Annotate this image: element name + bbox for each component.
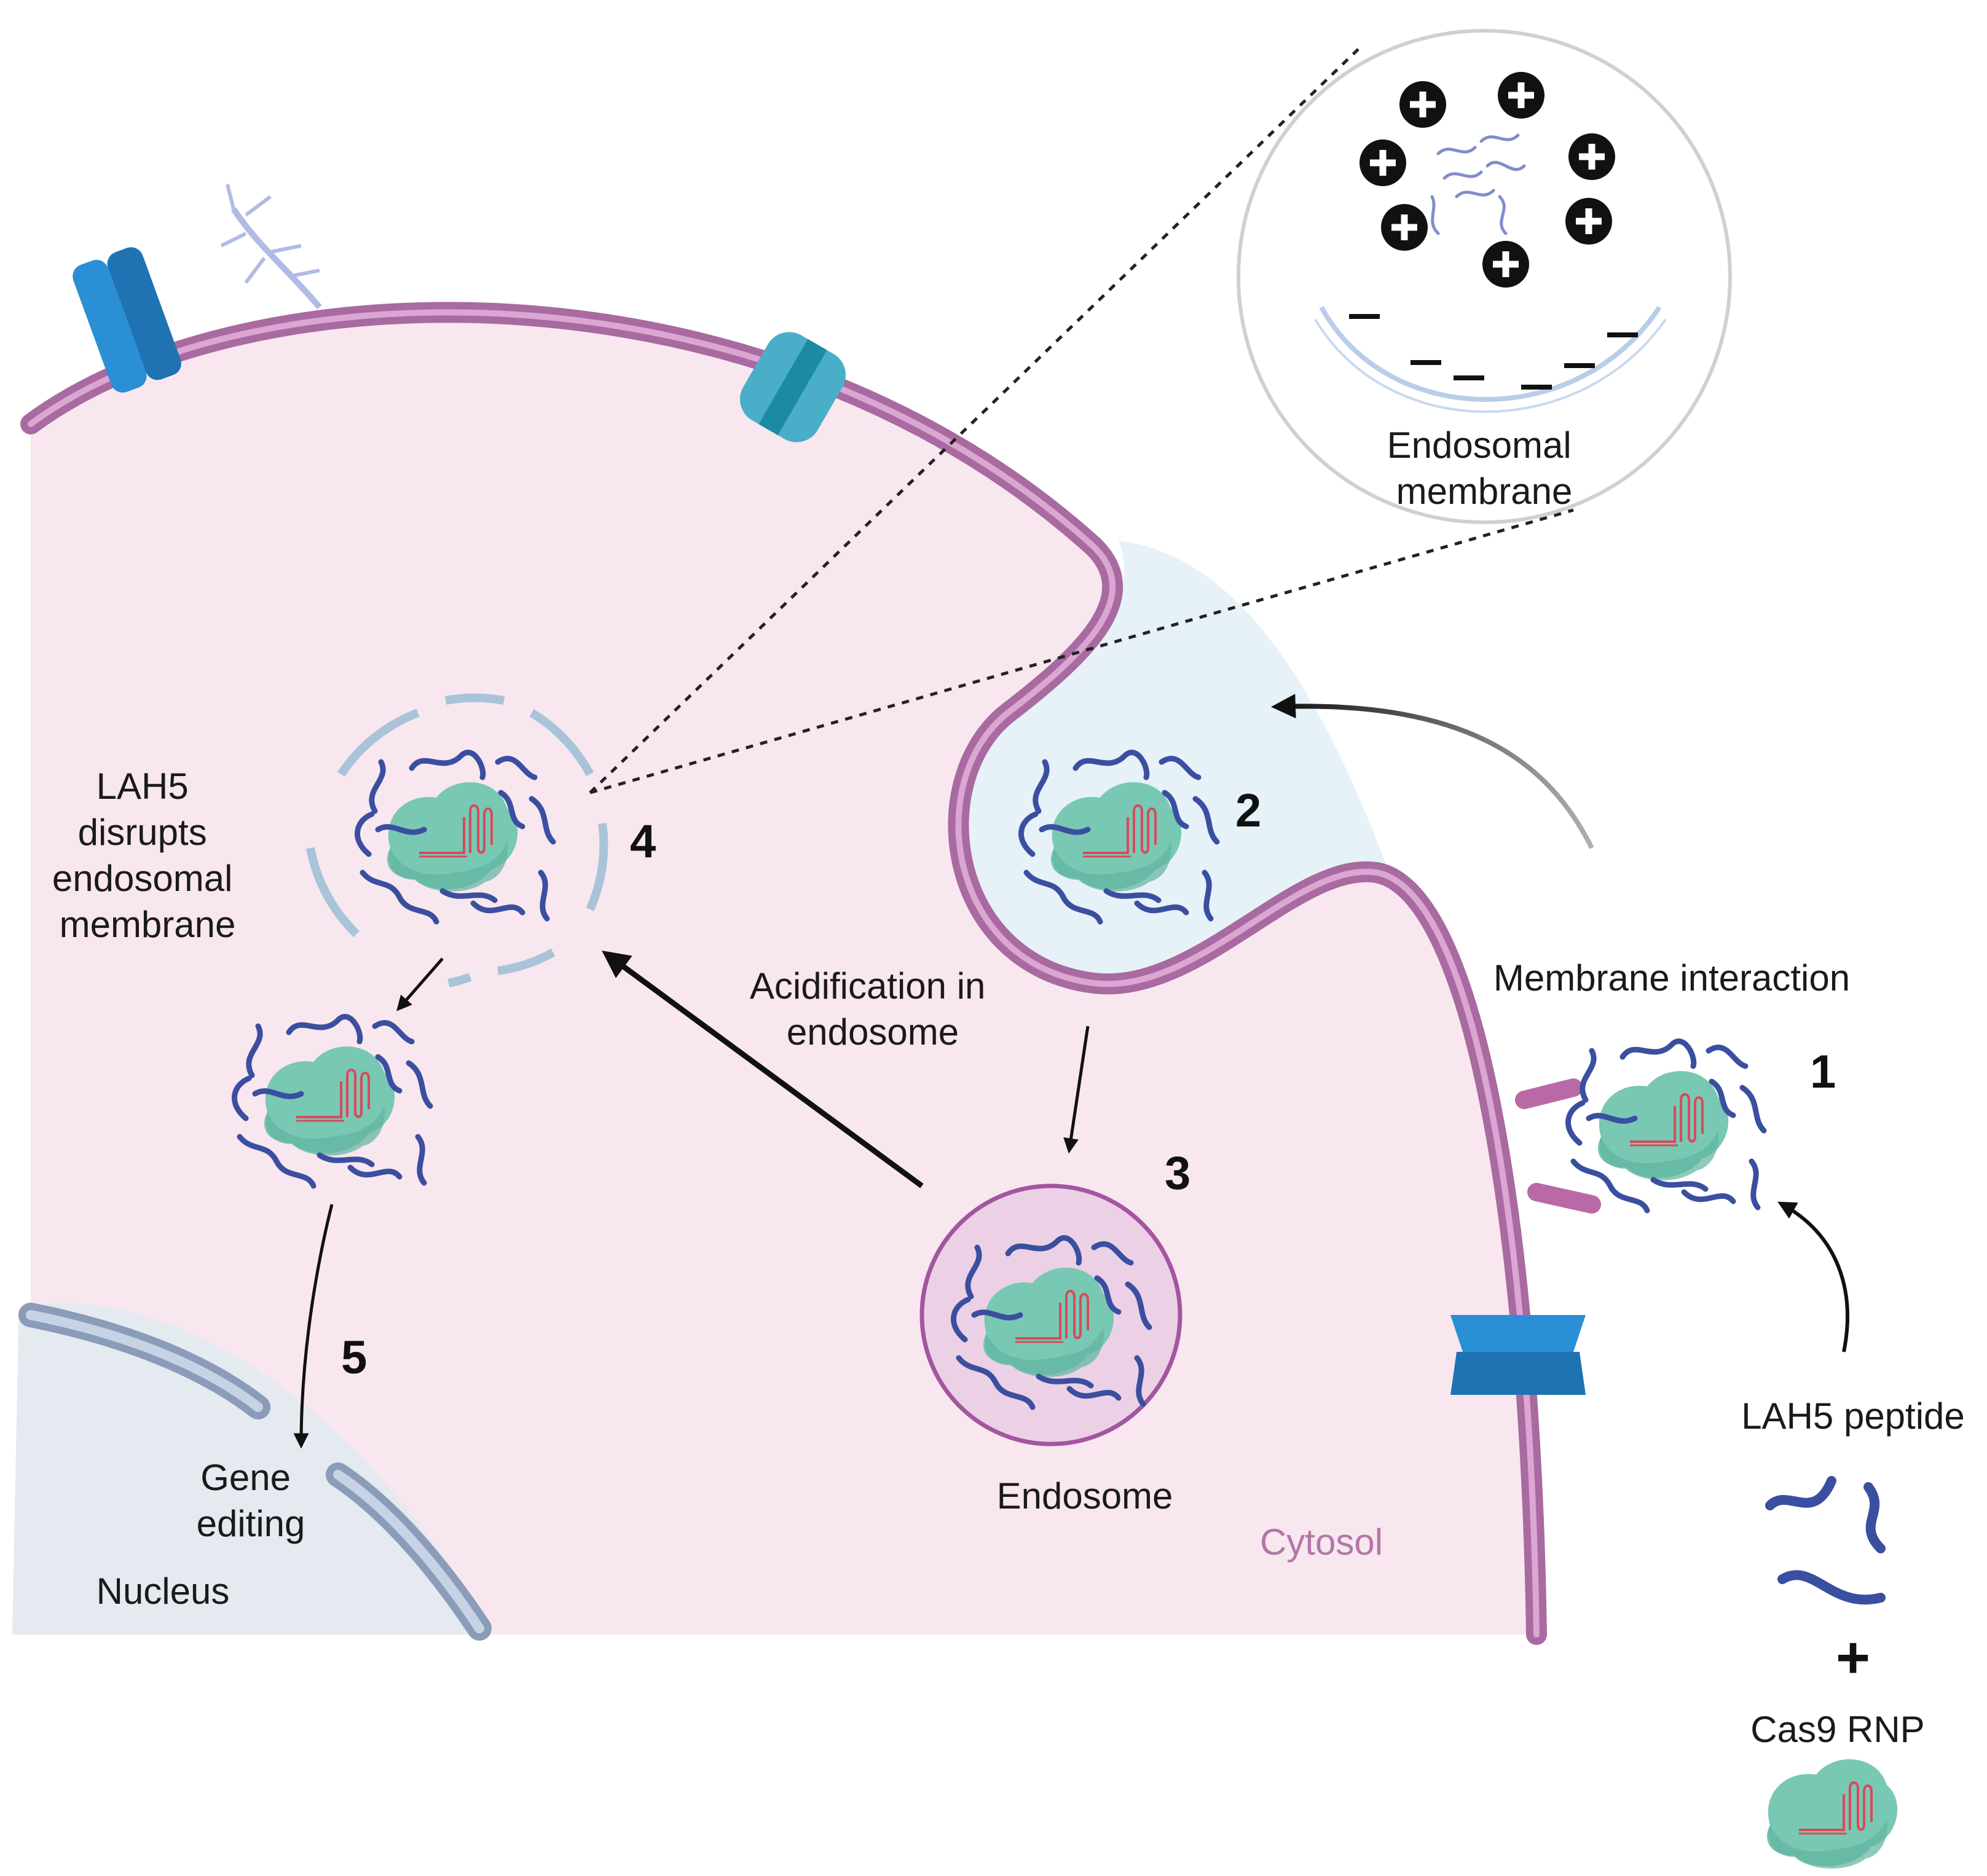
cas9-rnp-icon — [1765, 1757, 1899, 1870]
ion-channel-icon — [740, 332, 846, 442]
zoom-lines — [589, 48, 1574, 795]
step-4-number: 4 — [630, 815, 656, 868]
membrane-interaction-label: Membrane interaction — [1493, 957, 1850, 999]
step-2-number: 2 — [1235, 785, 1261, 837]
glycan-icon — [220, 184, 322, 310]
transmembrane-channel-icon — [73, 247, 181, 393]
gene-editing-label: Gene editing — [197, 1457, 305, 1544]
zoom-inset: Endosomal membrane — [1237, 29, 1732, 524]
lah5-peptide-icon — [1765, 1476, 1886, 1605]
plus-sign: + — [1836, 1625, 1870, 1690]
plasma-membrane — [20, 302, 1547, 1645]
step-3-number: 3 — [1165, 1147, 1190, 1199]
cytosol-label: Cytosol — [1260, 1521, 1383, 1563]
transporter-icon — [1450, 1315, 1586, 1395]
endosome-label: Endosome — [997, 1475, 1173, 1517]
complex-step-1 — [1568, 1042, 1764, 1211]
step-1-number: 1 — [1810, 1046, 1836, 1098]
arrows — [293, 694, 1849, 1449]
nuclear-envelope — [18, 1303, 492, 1641]
endosomal-membrane-label: Endosomal membrane — [1387, 425, 1582, 512]
step-5-number: 5 — [341, 1332, 367, 1384]
cas9-rnp-label: Cas9 RNP — [1750, 1709, 1924, 1750]
disrupted-endosome — [306, 693, 608, 987]
nucleus-label: Nucleus — [96, 1571, 230, 1612]
lah5-peptide-label: LAH5 peptide — [1741, 1395, 1965, 1437]
receptor-icon — [1515, 1078, 1601, 1214]
acidification-label: Acidification in endosome — [750, 965, 996, 1053]
endosome — [919, 1183, 1182, 1446]
lah5-disrupts-label: LAH5 disrupts endosomal membrane — [52, 766, 243, 945]
